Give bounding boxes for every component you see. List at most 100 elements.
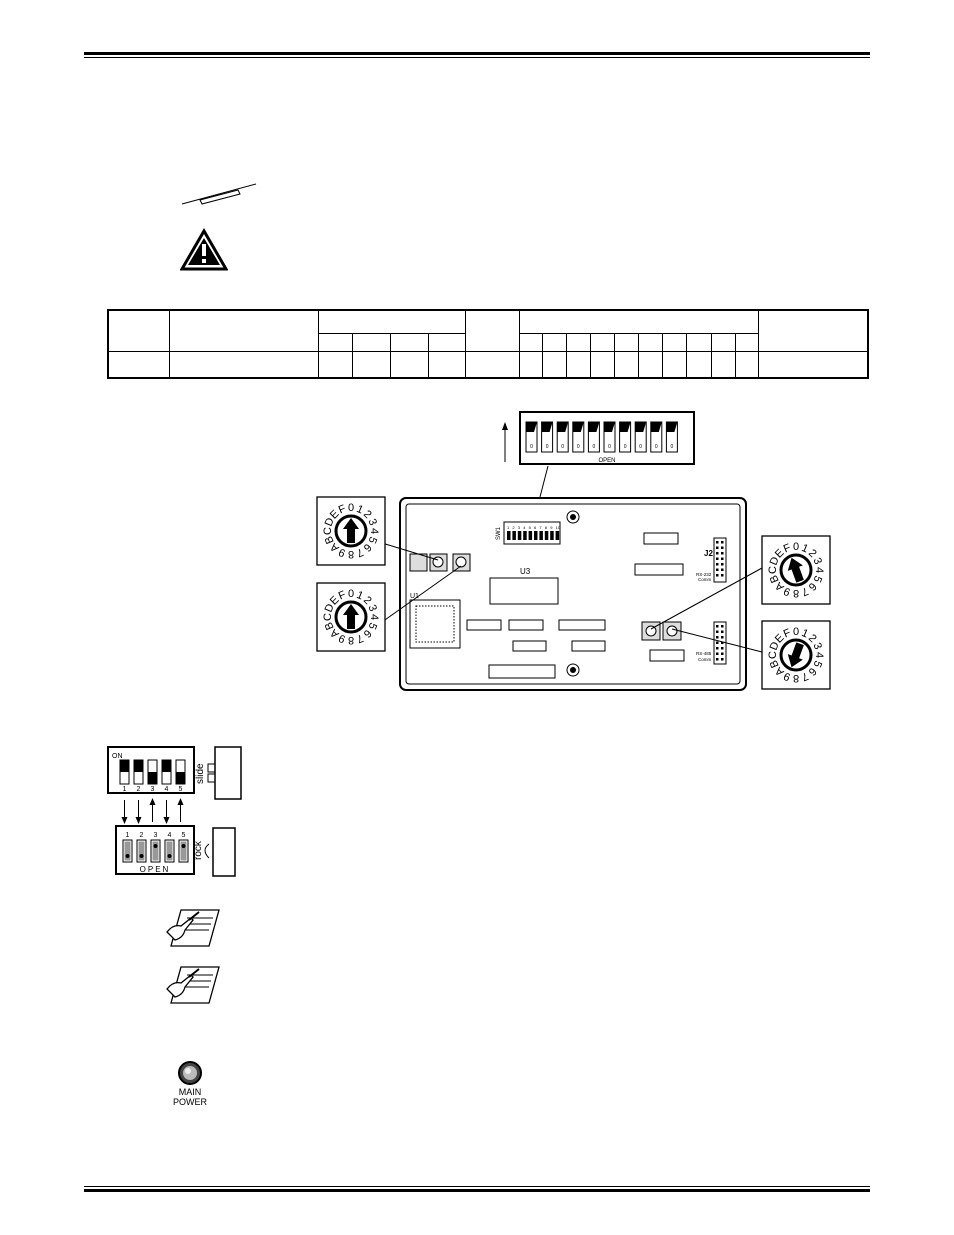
table-cell [566,332,592,352]
dial-label: 9 [337,546,347,559]
dial-label: 5 [366,535,379,545]
dial-label: 8 [348,548,354,560]
dip-number: 5 [529,525,532,530]
dial-label: 9 [337,632,347,645]
dip-number: 9 [550,525,553,530]
dial-label: 3 [811,641,824,651]
table-cell [518,309,760,334]
table-cell [317,309,467,334]
table-cell [352,332,392,352]
dial-label: 8 [793,672,799,684]
table-cell [566,350,592,379]
note-icon [166,966,220,1004]
dial-label: B [323,620,337,631]
svg-text:0: 0 [561,444,564,450]
dial-label: C [322,527,334,535]
rock-label: rock [193,840,204,860]
table-cell [107,350,171,379]
table-cell [465,350,520,379]
u1-label: U1 [410,593,419,600]
dip-number: 3 [154,832,158,839]
config-table [107,309,869,379]
dial-label: 9 [782,585,792,598]
on-label: ON [112,753,123,760]
warning-icon [180,228,228,271]
dial-label: B [768,573,782,584]
dial-label: B [323,534,337,545]
svg-text:0: 0 [577,444,580,450]
dial-label: 0 [348,588,354,600]
open-label-small: OPEN [140,865,171,874]
dial-label: 1 [800,627,810,640]
dial-label: C [322,613,334,621]
svg-text:0: 0 [624,444,627,450]
table-cell [518,332,543,352]
svg-text:0: 0 [530,444,533,450]
svg-text:0: 0 [546,444,549,450]
dial-label: D [323,516,337,528]
table-cell [390,350,429,379]
dial-label: 5 [366,621,379,631]
table-cell [686,332,712,352]
dial-label: B [768,658,782,669]
dip-number: 7 [539,525,542,530]
table-cell [541,350,568,379]
comm-label-2: Comm [698,657,712,662]
dip-number: 4 [523,525,526,530]
slide-label: slide [195,763,206,784]
dip-number: 1 [507,525,510,530]
svg-text:0: 0 [639,444,642,450]
table-cell [317,332,354,352]
open-label-top: OPEN [598,458,615,464]
bottom-rule [84,1189,870,1192]
dip-number: 1 [123,786,127,793]
dip-number: 2 [137,786,141,793]
table-cell [465,309,520,352]
dial-label: 5 [811,659,824,669]
dip-number: 10 [556,525,561,530]
dial-label: F [782,542,793,556]
dial-label: C [767,651,779,659]
table-cell [637,350,664,379]
svg-text:0: 0 [671,444,674,450]
dial-label: 7 [800,670,810,683]
table-cell [590,350,615,379]
main-power-led-icon [178,1061,202,1085]
pin-tool-icon [181,183,257,205]
table-cell [613,350,639,379]
power-label: POWER [172,1097,207,1107]
table-cell [710,332,736,352]
dial-label: 9 [782,670,792,683]
table-cell [662,332,688,352]
dial-label: D [768,640,782,652]
svg-text:0: 0 [608,444,611,450]
dial-label: D [323,602,337,614]
bottom-rule-thin [84,1186,870,1187]
rs232-label: RS-232 [696,572,712,577]
table-cell [710,350,736,379]
main-label: MAIN [178,1087,202,1097]
dial-label: 1 [800,542,810,555]
dial-label: 1 [355,589,365,602]
dial-label: 4 [813,652,825,658]
dial-label: 4 [813,567,825,573]
table-cell [169,350,319,379]
table-cell [427,332,467,352]
dial-label: F [782,627,793,641]
rs485-label: RS-485 [696,651,712,656]
dial-label: D [768,555,782,567]
table-cell [427,350,467,379]
dial-label: F [337,589,348,603]
dip-number: 1 [126,832,130,839]
table-cell [352,350,392,379]
table-cell [758,309,869,352]
dial-label: 8 [348,634,354,646]
table-cell [613,332,639,352]
dip-number: 5 [179,786,183,793]
j2-label: J2 [704,549,713,558]
table-cell [390,332,429,352]
